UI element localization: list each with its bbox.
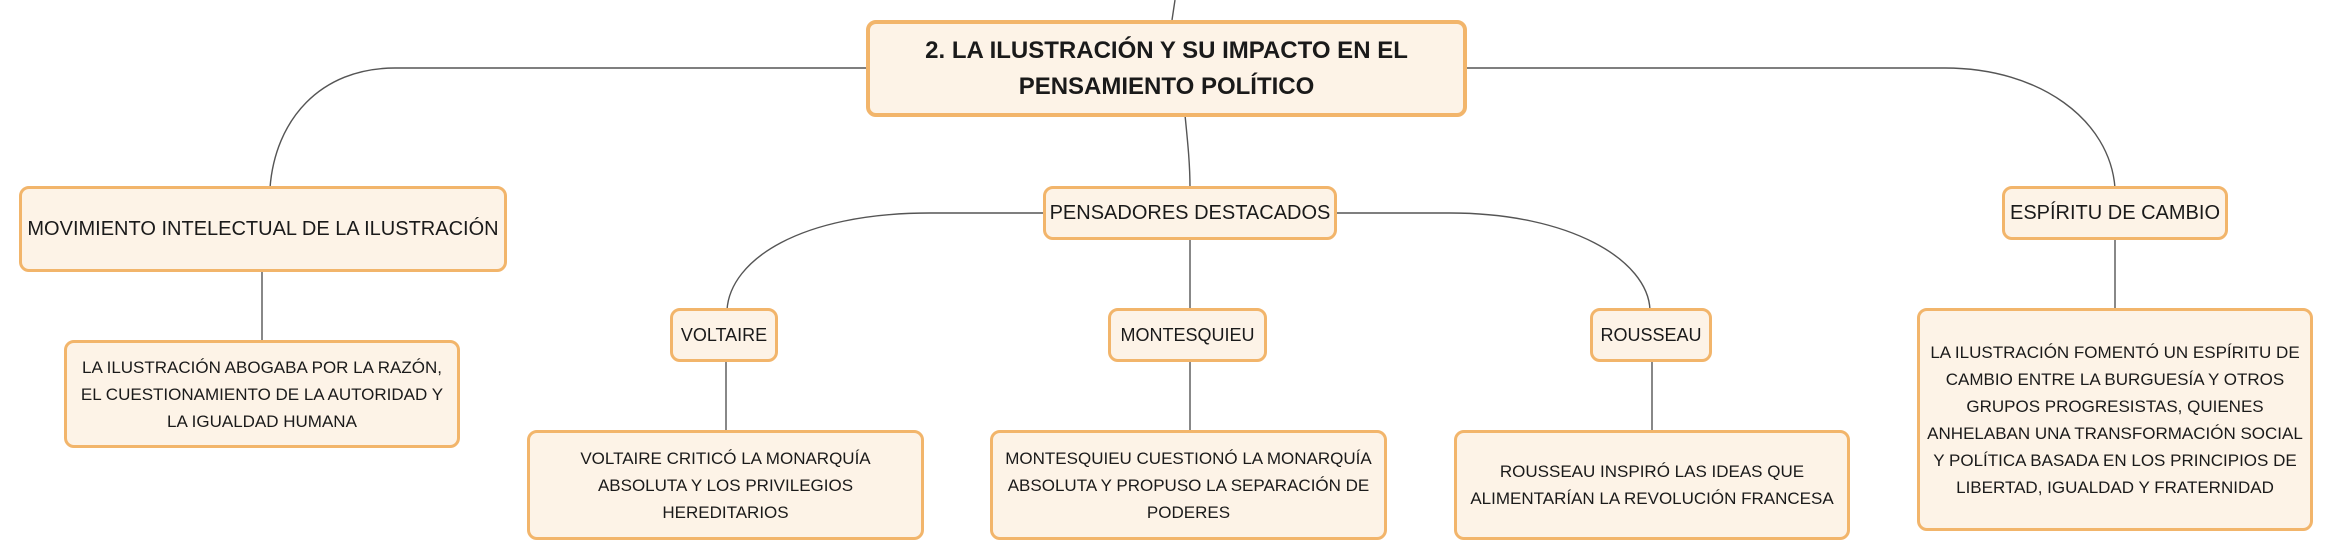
branch-movimiento-intelectual[interactable]: MOVIMIENTO INTELECTUAL DE LA ILUSTRACIÓN	[19, 186, 507, 272]
branch-pensadores-destacados[interactable]: PENSADORES DESTACADOS	[1043, 186, 1337, 240]
rousseau-label: ROUSSEAU	[1600, 324, 1702, 345]
branch-pensadores-label: PENSADORES DESTACADOS	[1049, 201, 1331, 224]
montesquieu-detail[interactable]: MONTESQUIEU CUESTIONÓ LA MONARQUÍA ABSOL…	[990, 430, 1387, 540]
movimiento-detail-text: LA ILUSTRACIÓN ABOGABA POR LA RAZÓN, EL …	[80, 357, 444, 431]
subtopic-rousseau[interactable]: ROUSSEAU	[1590, 308, 1712, 362]
voltaire-detail[interactable]: VOLTAIRE CRITICÓ LA MONARQUÍA ABSOLUTA Y…	[527, 430, 924, 540]
montesquieu-detail-text: MONTESQUIEU CUESTIONÓ LA MONARQUÍA ABSOL…	[1005, 448, 1372, 522]
voltaire-label: VOLTAIRE	[680, 324, 768, 345]
connector-pensadores-voltaire	[726, 212, 1045, 311]
espiritu-detail[interactable]: LA ILUSTRACIÓN FOMENTÓ UN ESPÍRITU DE CA…	[1917, 308, 2313, 531]
root-topic-title: 2. LA ILUSTRACIÓN Y SU IMPACTO EN EL PEN…	[925, 36, 1408, 100]
subtopic-montesquieu[interactable]: MONTESQUIEU	[1108, 308, 1267, 362]
movimiento-detail[interactable]: LA ILUSTRACIÓN ABOGABA POR LA RAZÓN, EL …	[64, 340, 460, 448]
subtopic-voltaire[interactable]: VOLTAIRE	[670, 308, 778, 362]
branch-espiritu-de-cambio[interactable]: ESPÍRITU DE CAMBIO	[2002, 186, 2228, 240]
montesquieu-label: MONTESQUIEU	[1120, 324, 1255, 345]
espiritu-detail-text: LA ILUSTRACIÓN FOMENTÓ UN ESPÍRITU DE CA…	[1927, 342, 2303, 497]
connector-root-espiritu	[1466, 67, 2116, 189]
branch-espiritu-label: ESPÍRITU DE CAMBIO	[2009, 201, 2221, 224]
connector-root-movimiento	[269, 67, 868, 189]
connector-pensadores-rousseau	[1335, 212, 1651, 311]
rousseau-detail[interactable]: ROUSSEAU INSPIRÓ LAS IDEAS QUE ALIMENTAR…	[1454, 430, 1850, 540]
connector-root-pensadores	[1184, 114, 1191, 189]
rousseau-detail-text: ROUSSEAU INSPIRÓ LAS IDEAS QUE ALIMENTAR…	[1470, 462, 1834, 508]
connector-parent-stub	[1171, 0, 1176, 21]
root-topic[interactable]: 2. LA ILUSTRACIÓN Y SU IMPACTO EN EL PEN…	[866, 20, 1467, 117]
branch-movimiento-label: MOVIMIENTO INTELECTUAL DE LA ILUSTRACIÓN	[27, 217, 499, 240]
voltaire-detail-text: VOLTAIRE CRITICÓ LA MONARQUÍA ABSOLUTA Y…	[580, 448, 871, 522]
